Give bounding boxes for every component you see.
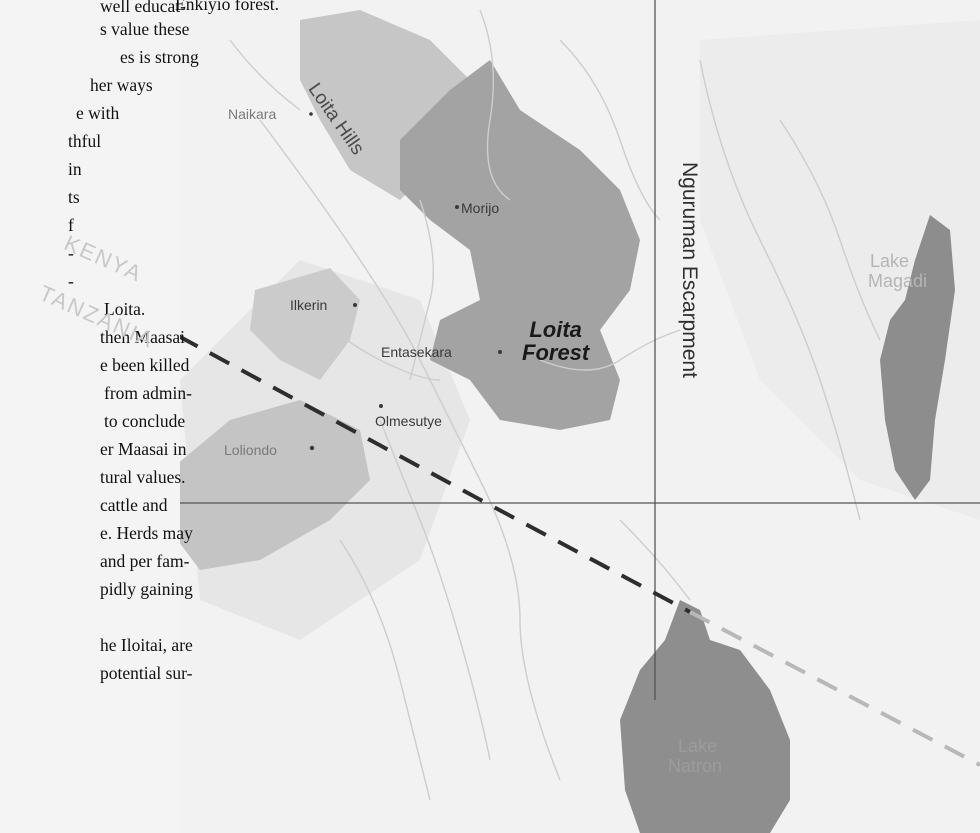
hills-area (250, 268, 360, 380)
town-dot-icon (309, 445, 315, 451)
label-loita-forest: Loita Forest (522, 318, 589, 364)
town-ilkerin: Ilkerin (290, 297, 328, 313)
town-dot-icon (498, 350, 502, 354)
body-text-line: in (68, 159, 82, 179)
body-text-line: Loita. (104, 299, 146, 319)
body-text-line: pidly gaining (100, 579, 193, 599)
international-border-faint (689, 610, 980, 767)
town-loliondo: Loliondo (224, 442, 277, 458)
body-text-line: f (68, 215, 74, 235)
body-text-line: es is strong (120, 47, 199, 67)
town-dot-icon (455, 205, 459, 209)
town-morijo: Morijo (461, 200, 500, 216)
body-text-line: and per fam- (100, 551, 190, 571)
town-naikara: Naikara (228, 106, 277, 122)
hills-area (170, 400, 370, 570)
body-text-line: ts (68, 187, 80, 207)
lake-magadi-line2: Magadi (868, 270, 928, 291)
body-text-line: thful (68, 131, 102, 151)
body-text-line: e been killed (100, 355, 190, 375)
body-text-line: from admin- (104, 383, 192, 403)
label-lake-magadi: Lake Magadi (868, 251, 928, 292)
body-text-line: - (68, 243, 74, 263)
town-entasekara: Entasekara (381, 344, 452, 360)
town-dots (309, 112, 502, 451)
caption-fragment: Enkiyio forest. (175, 0, 280, 14)
body-text-line: er Maasai in (100, 439, 187, 459)
body-text-line: e with (76, 103, 120, 123)
body-text-line: cattle and (100, 495, 168, 515)
body-text-line: - (68, 271, 74, 291)
label-lake-natron: Lake Natron (668, 736, 723, 777)
label-nguruman-escarpment: Nguruman Escarpment (678, 162, 701, 378)
lake-magadi (880, 215, 955, 500)
lake-natron-line1: Lake (678, 736, 718, 756)
lake-natron (620, 600, 790, 833)
town-olmesutye: Olmesutye (375, 413, 442, 429)
river-network (229, 9, 881, 801)
body-text-line: tural values. (100, 467, 186, 487)
forest-label-line2: Forest (522, 340, 590, 366)
body-text-line: to conclude (104, 411, 186, 431)
lake-magadi-line1: Lake (870, 251, 910, 271)
body-text-line: then Maasai (100, 327, 186, 347)
loita-forest-area (400, 60, 640, 430)
town-dot-icon (379, 404, 383, 408)
international-border (19, 248, 691, 614)
body-text-line: he Iloitai, are (100, 635, 193, 655)
town-dot-icon (309, 112, 313, 116)
lake-natron-line2: Natron (668, 755, 723, 776)
body-text-line: well educat- (100, 0, 186, 16)
body-text-line: e. Herds may (100, 523, 193, 543)
text-fade (0, 0, 180, 833)
town-dot-icon (353, 303, 357, 307)
body-text-line: potential sur- (100, 663, 193, 683)
forest-label-line1: Loita (529, 317, 582, 342)
body-text-line: her ways (90, 75, 153, 95)
body-text-line: s value these (100, 19, 190, 39)
